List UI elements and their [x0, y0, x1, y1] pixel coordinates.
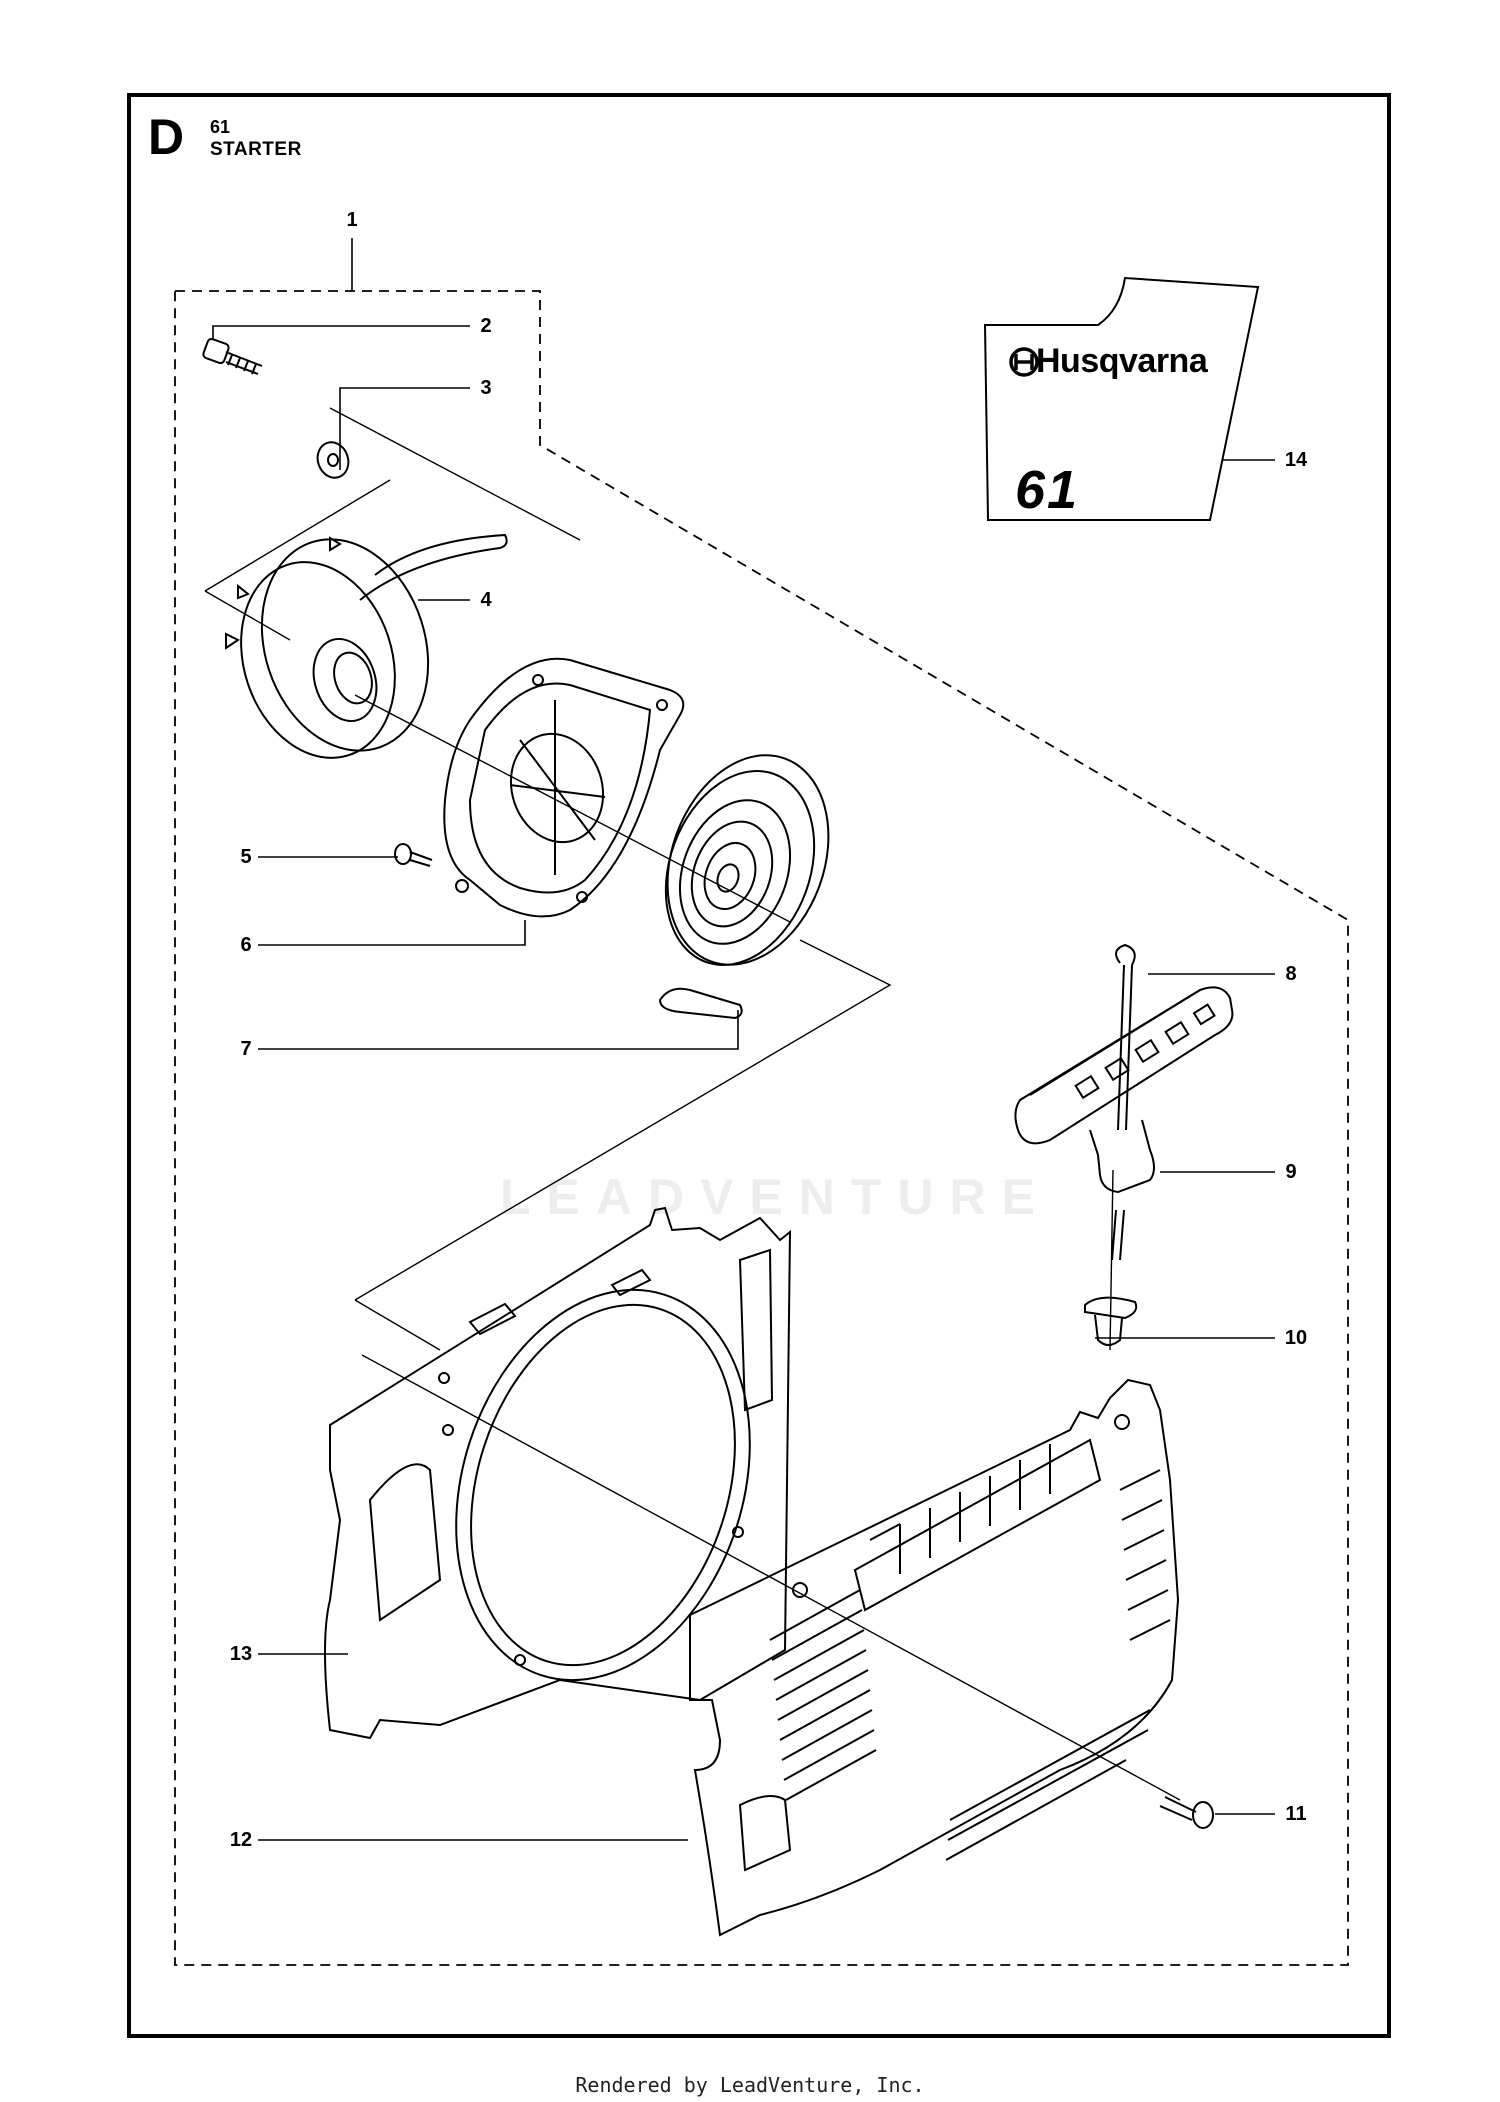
section-number: 61 — [210, 117, 231, 137]
part-5-screw — [394, 843, 433, 867]
callout-4[interactable]: 4 — [480, 589, 492, 611]
callout-6[interactable]: 6 — [240, 934, 252, 956]
callout-1[interactable]: 1 — [346, 209, 358, 231]
section-letter: D — [148, 109, 185, 165]
footer-credit: Rendered by LeadVenture, Inc. — [575, 2073, 925, 2097]
part-8-rope — [1111, 943, 1136, 1261]
part-4-pulley — [225, 533, 508, 759]
assembly-boundary — [174, 290, 1349, 1966]
leader-7 — [258, 1010, 739, 1050]
part-6-housing-plate — [443, 657, 685, 918]
callout-3[interactable]: 3 — [480, 377, 492, 399]
part-13-fan-cover — [324, 1206, 792, 1740]
part-3-washer — [316, 441, 350, 479]
part-12-starter-cover — [689, 1378, 1180, 1937]
part-7-recoil-spring — [658, 754, 830, 1020]
decal-model: 61 — [1015, 460, 1080, 520]
part-2-screw — [202, 337, 263, 375]
part-11-screw — [1159, 1796, 1214, 1829]
decal-brand: Husqvarna — [1036, 342, 1208, 380]
callout-5[interactable]: 5 — [240, 846, 252, 868]
part-10-rope-guide — [1084, 1296, 1138, 1346]
callout-7[interactable]: 7 — [240, 1038, 252, 1060]
leader-6 — [258, 920, 526, 946]
section-name: STARTER — [210, 139, 302, 160]
callout-11[interactable]: 11 — [1285, 1803, 1307, 1825]
diagram-frame — [127, 93, 1391, 2038]
callout-2[interactable]: 2 — [480, 315, 492, 337]
part-9-handle — [1014, 986, 1234, 1194]
callout-13[interactable]: 13 — [229, 1643, 253, 1665]
husqvarna-crown-icon — [1009, 347, 1039, 377]
leader-3 — [339, 387, 470, 470]
part-14-decal — [983, 276, 1260, 521]
callout-14[interactable]: 14 — [1284, 449, 1308, 471]
callout-12[interactable]: 12 — [229, 1829, 253, 1851]
callout-10[interactable]: 10 — [1284, 1327, 1308, 1349]
callout-8[interactable]: 8 — [1285, 963, 1297, 985]
callout-9[interactable]: 9 — [1285, 1161, 1297, 1183]
leader-2 — [212, 325, 470, 340]
watermark: LEADVENTURE — [500, 1169, 1052, 1225]
